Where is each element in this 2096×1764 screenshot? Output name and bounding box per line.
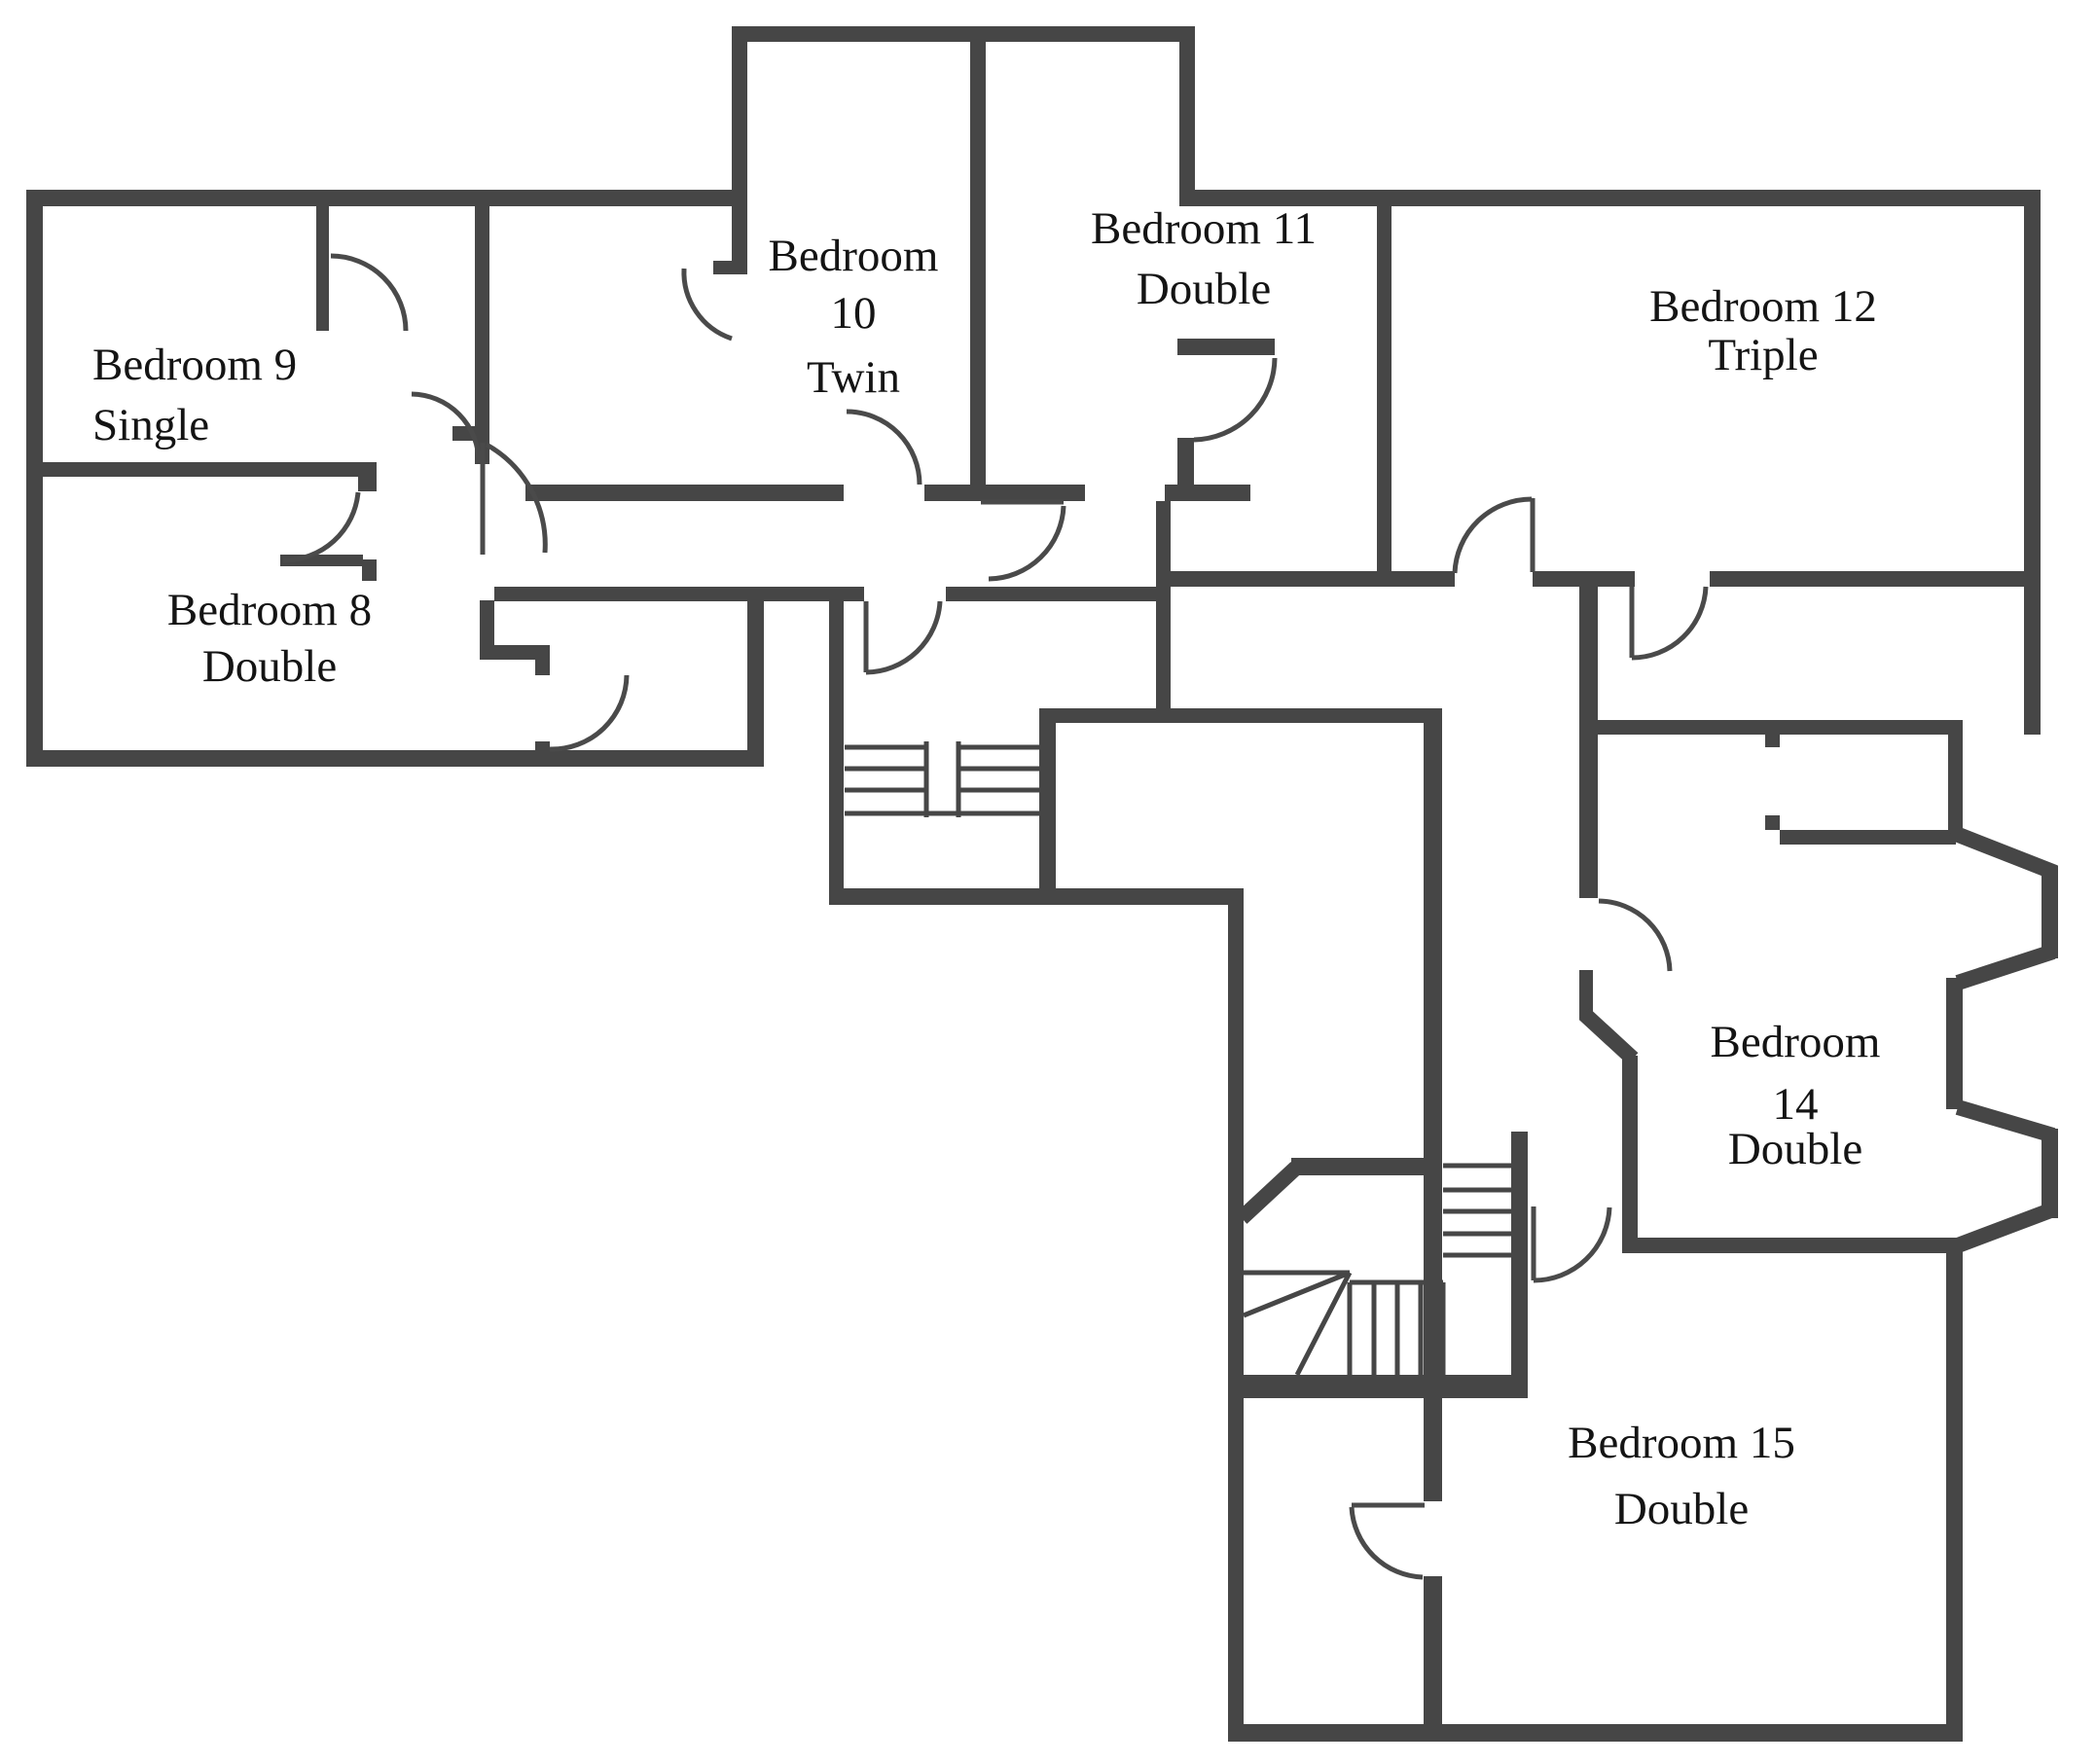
bedroom14-occupancy: Double (1728, 1124, 1862, 1174)
bedroom11-name: Bedroom 11 (1091, 203, 1317, 254)
bedroom15-occupancy: Double (1614, 1484, 1749, 1534)
bedroom10-occupancy: Twin (807, 352, 900, 403)
bedroom9-name: Bedroom 9 (92, 340, 297, 390)
bedroom8-occupancy: Double (202, 641, 337, 692)
lower-staircase (1243, 1163, 1511, 1377)
label-bedroom12: Bedroom 12 Triple (1649, 281, 1877, 380)
label-bedroom15: Bedroom 15 Double (1568, 1418, 1795, 1534)
label-bedroom10: Bedroom 10 Twin (769, 231, 939, 403)
label-bedroom8: Bedroom 8 Double (167, 585, 372, 692)
bedroom14-number: 14 (1773, 1079, 1819, 1130)
bedroom10-name: Bedroom (769, 231, 939, 281)
label-bedroom11: Bedroom 11 Double (1091, 203, 1317, 314)
upper-staircase (845, 741, 1039, 817)
bedroom9-occupancy: Single (92, 400, 209, 450)
bedroom14-name: Bedroom (1711, 1017, 1881, 1067)
door-swings (282, 253, 1709, 1580)
bedroom10-number: 10 (831, 288, 877, 339)
label-bedroom9: Bedroom 9 Single (92, 340, 297, 450)
room-labels: Bedroom 9 Single Bedroom 8 Double Bedroo… (92, 203, 1880, 1534)
bedroom12-occupancy: Triple (1708, 330, 1818, 380)
bedroom11-occupancy: Double (1137, 264, 1271, 314)
bedroom12-name: Bedroom 12 (1649, 281, 1877, 332)
label-bedroom14: Bedroom 14 Double (1711, 1017, 1881, 1174)
bedroom15-name: Bedroom 15 (1568, 1418, 1795, 1468)
walls (26, 26, 2058, 1742)
bedroom8-name: Bedroom 8 (167, 585, 372, 635)
